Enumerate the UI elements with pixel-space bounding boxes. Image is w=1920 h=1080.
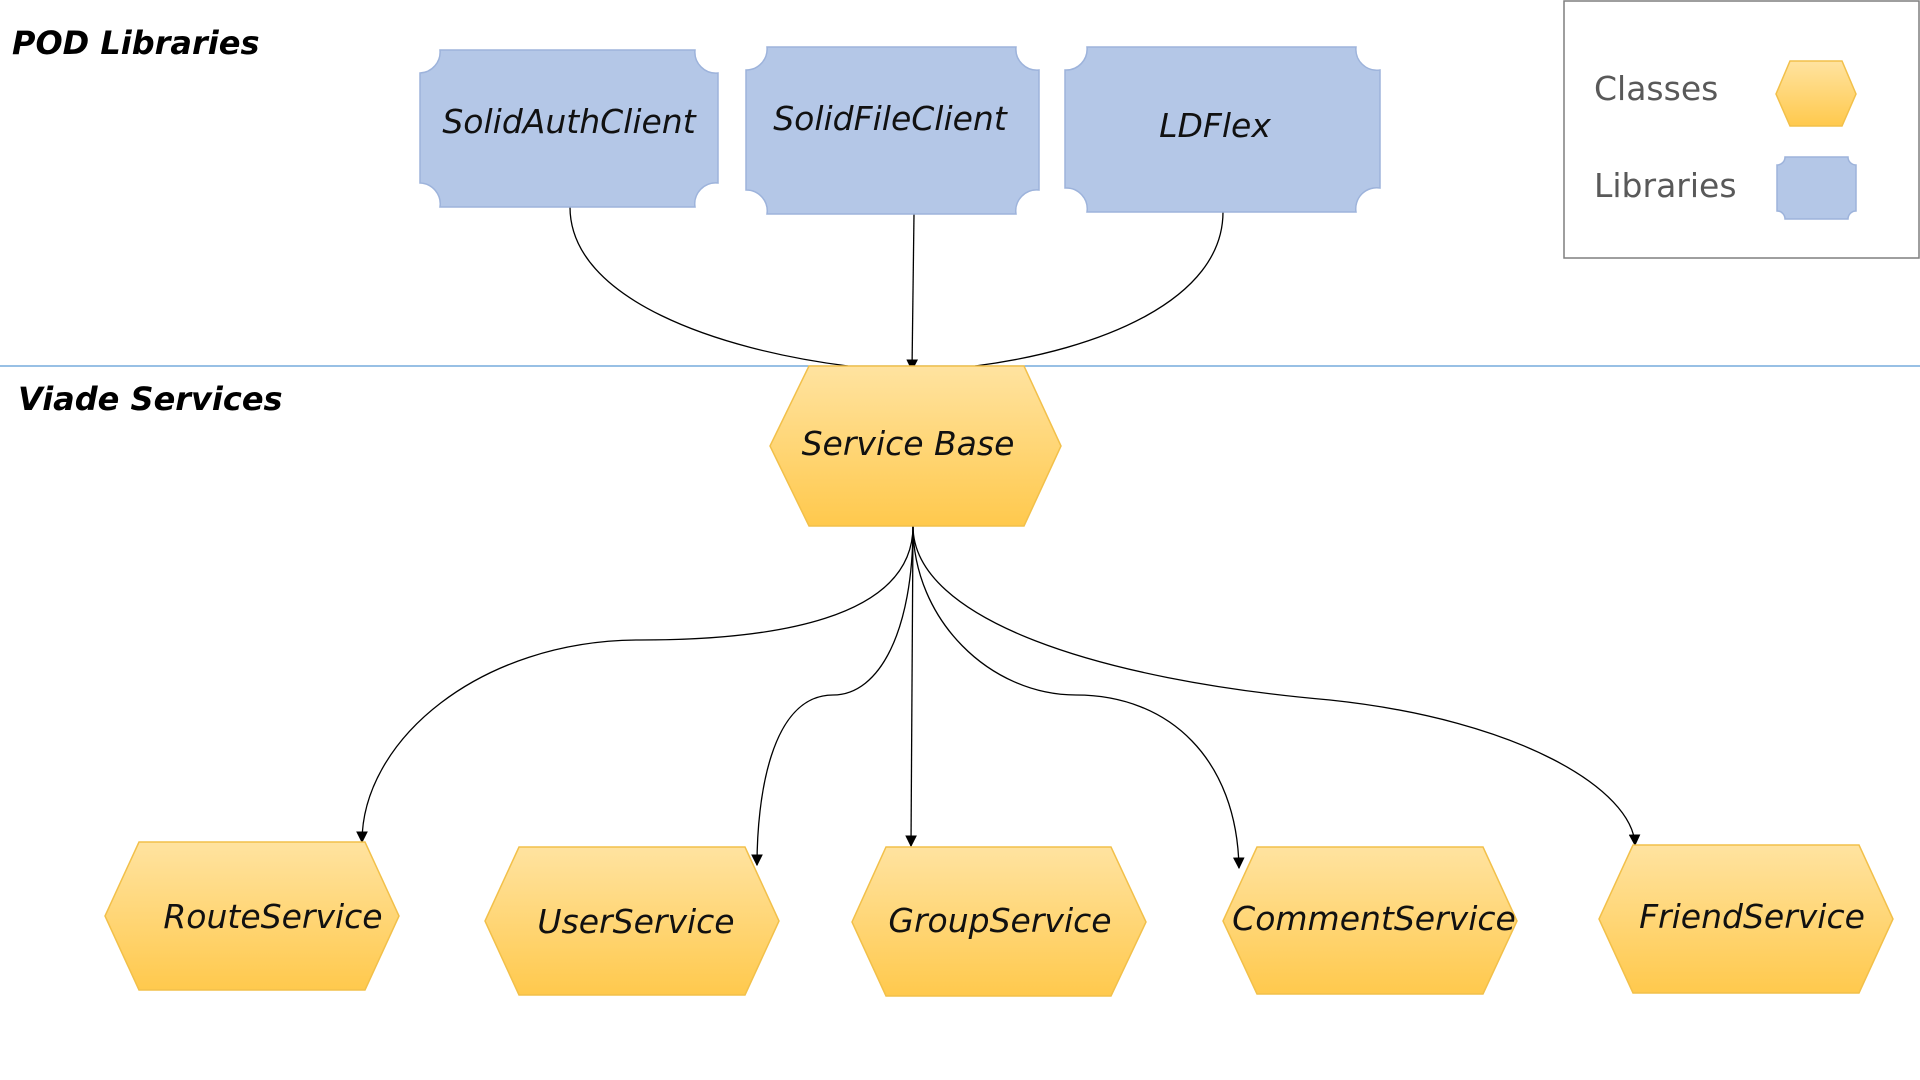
class-label: RouteService	[163, 897, 382, 936]
class-node-user-service: UserService	[484, 846, 780, 996]
edge-service-base-to-route-service	[356, 525, 914, 844]
class-node-service-base: Service Base	[769, 365, 1062, 527]
class-shape	[851, 846, 1147, 997]
library-shape	[745, 46, 1040, 215]
library-node-ldflex: LDFlex	[1064, 46, 1381, 213]
class-shape	[104, 841, 400, 991]
library-label: SolidFileClient	[773, 99, 1008, 138]
section-title-pod-libraries: POD Libraries	[12, 24, 260, 62]
class-shape	[769, 365, 1062, 527]
class-label: Service Base	[802, 424, 1015, 463]
library-shape	[419, 49, 719, 208]
section-title-viade-services: Viade Services	[18, 380, 283, 418]
legend-swatch-class-icon	[1775, 60, 1857, 127]
edge-service-base-to-friend-service	[912, 525, 1641, 847]
class-shape	[484, 846, 780, 996]
class-node-route-service: RouteService	[104, 841, 400, 991]
edge-ldflex-to-service-base	[974, 211, 1224, 367]
class-shape	[1598, 844, 1894, 994]
library-node-solid-file-client: SolidFileClient	[745, 46, 1040, 215]
edge-service-base-to-group-service	[905, 525, 917, 848]
library-node-solid-auth-client: SolidAuthClient	[419, 49, 719, 208]
legend-box	[1563, 0, 1920, 259]
edge-service-base-to-comment-service	[912, 525, 1245, 870]
legend-swatch-library-icon	[1776, 156, 1857, 220]
class-label: CommentService	[1232, 899, 1516, 938]
class-shape	[1222, 846, 1518, 995]
library-shape	[1064, 46, 1381, 213]
class-node-friend-service: FriendService	[1598, 844, 1894, 994]
edge-service-base-to-user-service	[751, 525, 914, 867]
library-label: LDFlex	[1159, 106, 1271, 145]
edge-solid-auth-client-to-service-base	[569, 206, 849, 367]
legend-label-libraries: Libraries	[1594, 166, 1737, 205]
edges	[356, 206, 1641, 870]
class-node-group-service: GroupService	[851, 846, 1147, 997]
edge-solid-file-client-to-service-base	[906, 213, 918, 372]
class-label: GroupService	[888, 901, 1111, 940]
library-label: SolidAuthClient	[442, 102, 696, 141]
legend: Classes Libraries	[1563, 0, 1920, 259]
class-label: FriendService	[1639, 897, 1865, 936]
class-label: UserService	[537, 902, 734, 941]
legend-label-classes: Classes	[1594, 69, 1718, 108]
class-node-comment-service: CommentService	[1222, 846, 1518, 995]
